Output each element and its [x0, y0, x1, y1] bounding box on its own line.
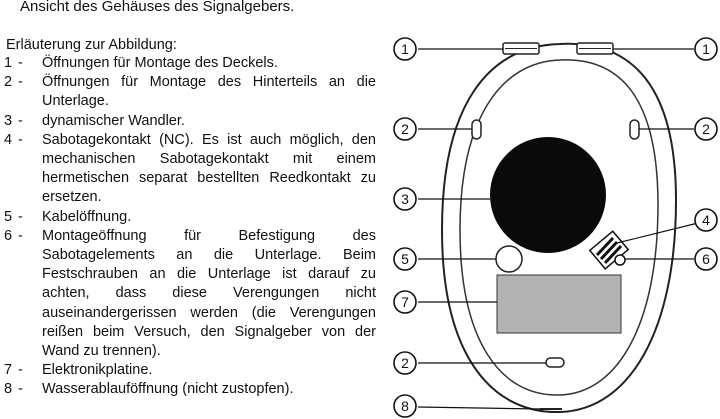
callout-bottom-hole: 2	[393, 351, 417, 375]
legend-item-number: 5	[4, 208, 13, 225]
legend-item-number: 7	[4, 362, 13, 379]
svg-text:1: 1	[401, 41, 409, 57]
svg-text:7: 7	[401, 294, 409, 310]
legend-item: 6 - Montageöffnung für Befestigung des S…	[4, 227, 376, 361]
callout-transducer: 3	[393, 187, 417, 211]
legend-item-text: Öffnungen für Montage des Hinterteils an…	[42, 74, 376, 110]
legend-item: 2 - Öffnungen für Montage des Hinterteil…	[4, 73, 376, 111]
callout-board: 7	[393, 290, 417, 314]
legend-item-dash: -	[18, 55, 23, 71]
legend-item-dash: -	[18, 131, 23, 148]
legend-item-text: Öffnungen für Montage des Deckels.	[42, 55, 278, 71]
cable-opening	[495, 245, 523, 273]
legend-heading: Erläuterung zur Abbildung:	[6, 37, 177, 53]
wall-mount-hole-left	[471, 119, 482, 140]
legend-item-dash: -	[18, 362, 23, 379]
legend-item-text: Montageöffnung für Befestigung des Sabot…	[42, 227, 376, 360]
svg-text:2: 2	[702, 121, 710, 137]
callout-top-right: 1	[694, 37, 718, 61]
svg-text:1: 1	[702, 41, 710, 57]
svg-text:2: 2	[401, 121, 409, 137]
legend-item-text: dynamischer Wandler.	[42, 112, 185, 129]
electronics-board	[496, 274, 622, 334]
legend-item: 8 - Wasserablauföffnung (nicht zustopfen…	[4, 380, 376, 399]
legend-item-text: Wasserablauföffnung (nicht zustopfen).	[42, 381, 294, 398]
legend-item: 5 - Kabelöffnung.	[4, 208, 376, 227]
callout-mount: 6	[694, 247, 718, 271]
legend-item-number: 1	[4, 55, 13, 71]
legend-item-text: Elektronikplatine.	[42, 362, 153, 379]
legend-item: 4 - Sabotagekontakt (NC). Es ist auch mö…	[4, 131, 376, 208]
callout-drain: 8	[393, 394, 417, 418]
housing-diagram: 1 1 2 2 3 4 5 6 7 2 8	[393, 37, 718, 418]
svg-text:4: 4	[702, 212, 710, 228]
housing-inner-wall	[459, 59, 659, 396]
housing-outer-shell	[440, 42, 678, 414]
legend-item-text: Sabotagekontakt (NC). Es ist auch möglic…	[42, 131, 376, 206]
legend-list: 1 - Öffnungen für Montage des Deckels. 2…	[4, 54, 376, 400]
callout-mid-left: 2	[393, 117, 417, 141]
legend-item: 1 - Öffnungen für Montage des Deckels.	[4, 54, 376, 73]
leader-lines	[417, 48, 699, 410]
legend-item-dash: -	[18, 381, 23, 398]
wall-mount-hole-right	[629, 119, 640, 140]
svg-text:2: 2	[401, 355, 409, 371]
legend-item-number: 2	[4, 74, 13, 91]
legend-item: 7 - Elektronikplatine.	[4, 361, 376, 380]
svg-text:3: 3	[401, 191, 409, 207]
callout-top-left: 1	[393, 37, 417, 61]
legend-item-dash: -	[18, 112, 23, 129]
legend-item-number: 6	[4, 227, 13, 244]
svg-text:6: 6	[702, 251, 710, 267]
legend-item-dash: -	[18, 208, 23, 225]
legend-item-dash: -	[18, 74, 23, 91]
legend-item: 3 - dynamischer Wandler.	[4, 112, 376, 131]
svg-text:8: 8	[401, 398, 409, 414]
dynamic-transducer	[490, 137, 606, 253]
legend-item-number: 8	[4, 381, 13, 398]
callout-mid-right: 2	[694, 117, 718, 141]
tamper-contact	[588, 230, 630, 270]
callout-tamper: 4	[694, 208, 718, 232]
page-title: Ansicht des Gehäuses des Signalgebers.	[20, 0, 295, 15]
legend-item-number: 4	[4, 131, 13, 148]
tamper-mount-opening	[614, 254, 626, 266]
legend-item-dash: -	[18, 227, 23, 244]
callout-cable: 5	[393, 247, 417, 271]
legend-item-text: Kabelöffnung.	[42, 208, 132, 225]
svg-text:5: 5	[401, 251, 409, 267]
wall-mount-hole-bottom	[545, 357, 565, 368]
legend-item-number: 3	[4, 112, 13, 129]
